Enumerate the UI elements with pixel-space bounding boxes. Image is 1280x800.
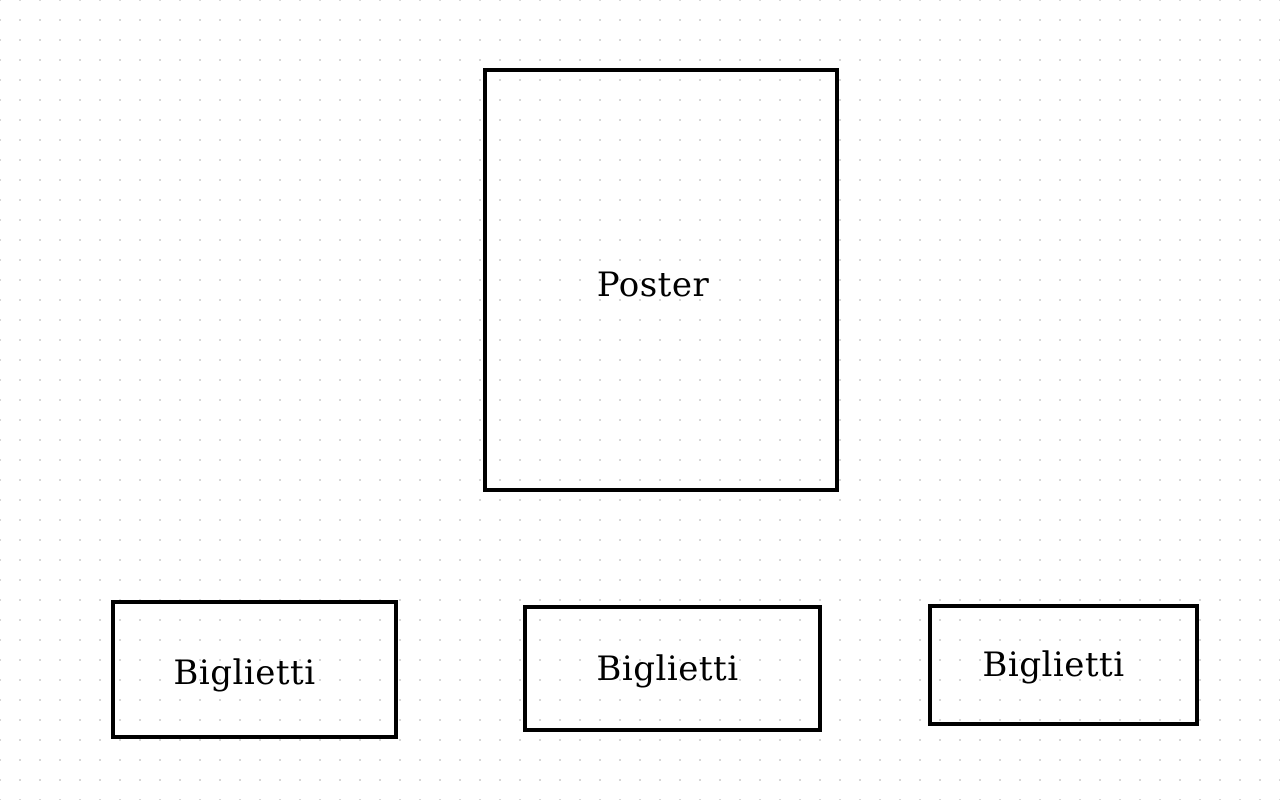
ticket-label-3: Biglietti [982, 645, 1125, 685]
ticket-box-3[interactable]: Biglietti [928, 604, 1199, 726]
poster-box[interactable]: Poster [483, 68, 839, 492]
poster-label: Poster [596, 265, 710, 305]
ticket-box-1[interactable]: Biglietti [111, 600, 398, 739]
ticket-label-1: Biglietti [173, 652, 316, 693]
ticket-box-2[interactable]: Biglietti [523, 605, 822, 732]
ticket-label-2: Biglietti [596, 648, 739, 689]
